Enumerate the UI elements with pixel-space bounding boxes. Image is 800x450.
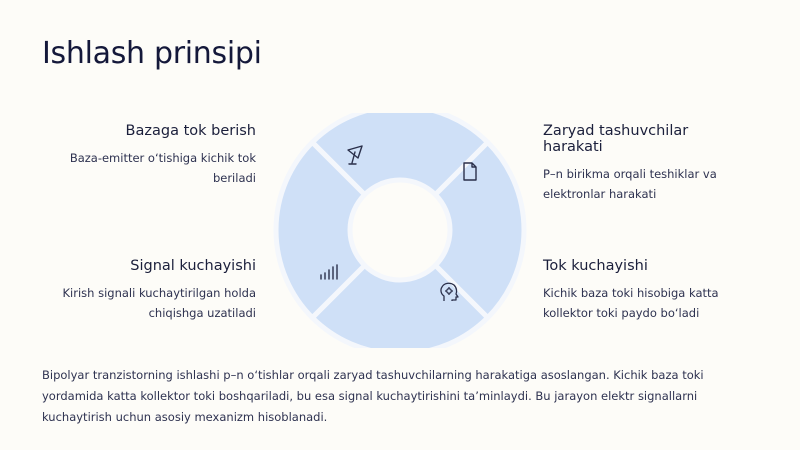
ring-segment-bottom-left [273, 139, 368, 321]
signal-bars-icon [320, 264, 338, 280]
step-description: P–n birikma orqali teshiklar va elektron… [543, 167, 717, 201]
head-gear-icon [440, 282, 459, 301]
step-description: Kirish signali kuchaytirilgan holda chiq… [62, 286, 256, 320]
step-heading: Bazaga tok berish [125, 123, 256, 139]
step-heading: Signal kuchayishi [130, 258, 256, 274]
step-heading: Tok kuchayishi [543, 258, 648, 274]
ring-segment-top-left [309, 113, 491, 198]
step-carrier-motion: Zaryad tashuvchilar harakati P–n birikma… [543, 123, 743, 204]
summary-paragraph: Bipolyar tranzistorning ishlashi p–n o‘t… [42, 368, 704, 424]
step-description: Kichik baza toki hisobiga katta kollekto… [543, 286, 719, 320]
document-icon [463, 162, 477, 181]
step-description: Baza-emitter o‘tishiga kichik tok berila… [69, 151, 256, 185]
step-current-gain: Tok kuchayishi Kichik baza toki hisobiga… [543, 258, 743, 323]
cycle-diagram [273, 113, 527, 348]
antenna-icon [347, 145, 363, 165]
step-base-current: Bazaga tok berish Baza-emitter o‘tishiga… [56, 123, 256, 188]
ring-segment-bottom-right [309, 262, 491, 348]
page-title: Ishlash prinsipi [42, 36, 262, 71]
step-signal-gain: Signal kuchayishi Kirish signali kuchayt… [56, 258, 256, 323]
step-heading: Zaryad tashuvchilar harakati [543, 123, 689, 155]
ring-segment-top-right [432, 139, 527, 321]
